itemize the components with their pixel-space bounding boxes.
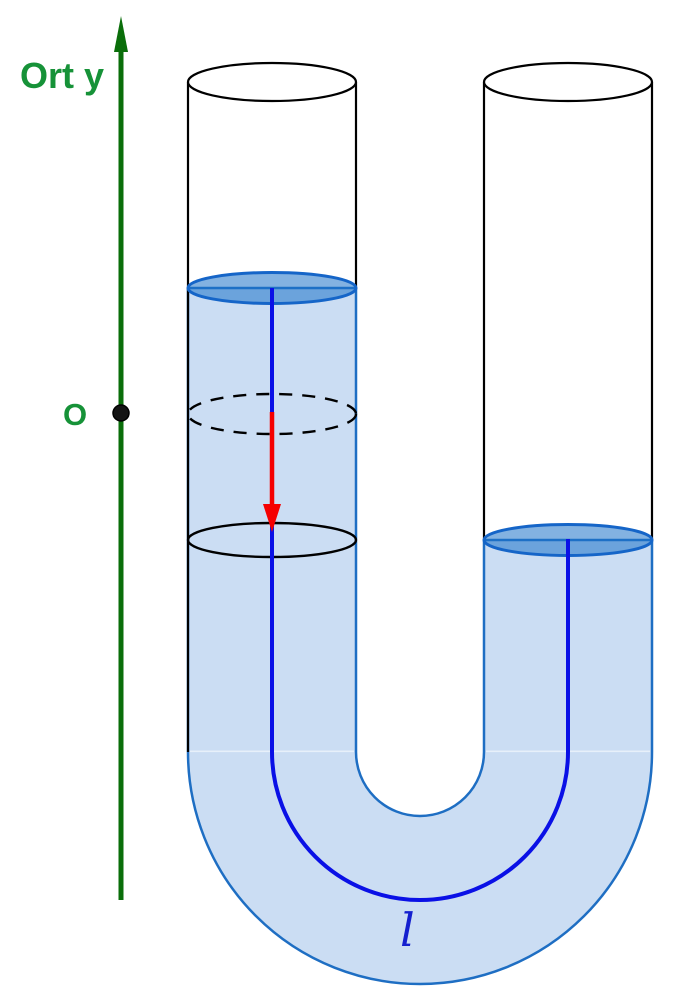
origin-label: O — [63, 397, 87, 432]
displacement-down-arrow-icon — [263, 412, 281, 532]
tube-outline — [186, 61, 654, 752]
axis-label: Ort y — [20, 55, 104, 96]
liquid-centerline — [270, 288, 570, 902]
left-tube-top-opening — [186, 61, 358, 103]
y-axis — [112, 16, 130, 900]
origin-point — [112, 404, 130, 422]
right-tube-top-opening — [482, 61, 654, 103]
liquid-fill-shape — [186, 286, 654, 986]
length-label: l — [400, 903, 415, 957]
equilibrium-level-dashed-ellipse — [186, 392, 358, 436]
liquid-column — [186, 286, 654, 986]
y-axis-up-arrow-icon — [114, 16, 128, 52]
displacement-arrow-head — [263, 504, 281, 532]
